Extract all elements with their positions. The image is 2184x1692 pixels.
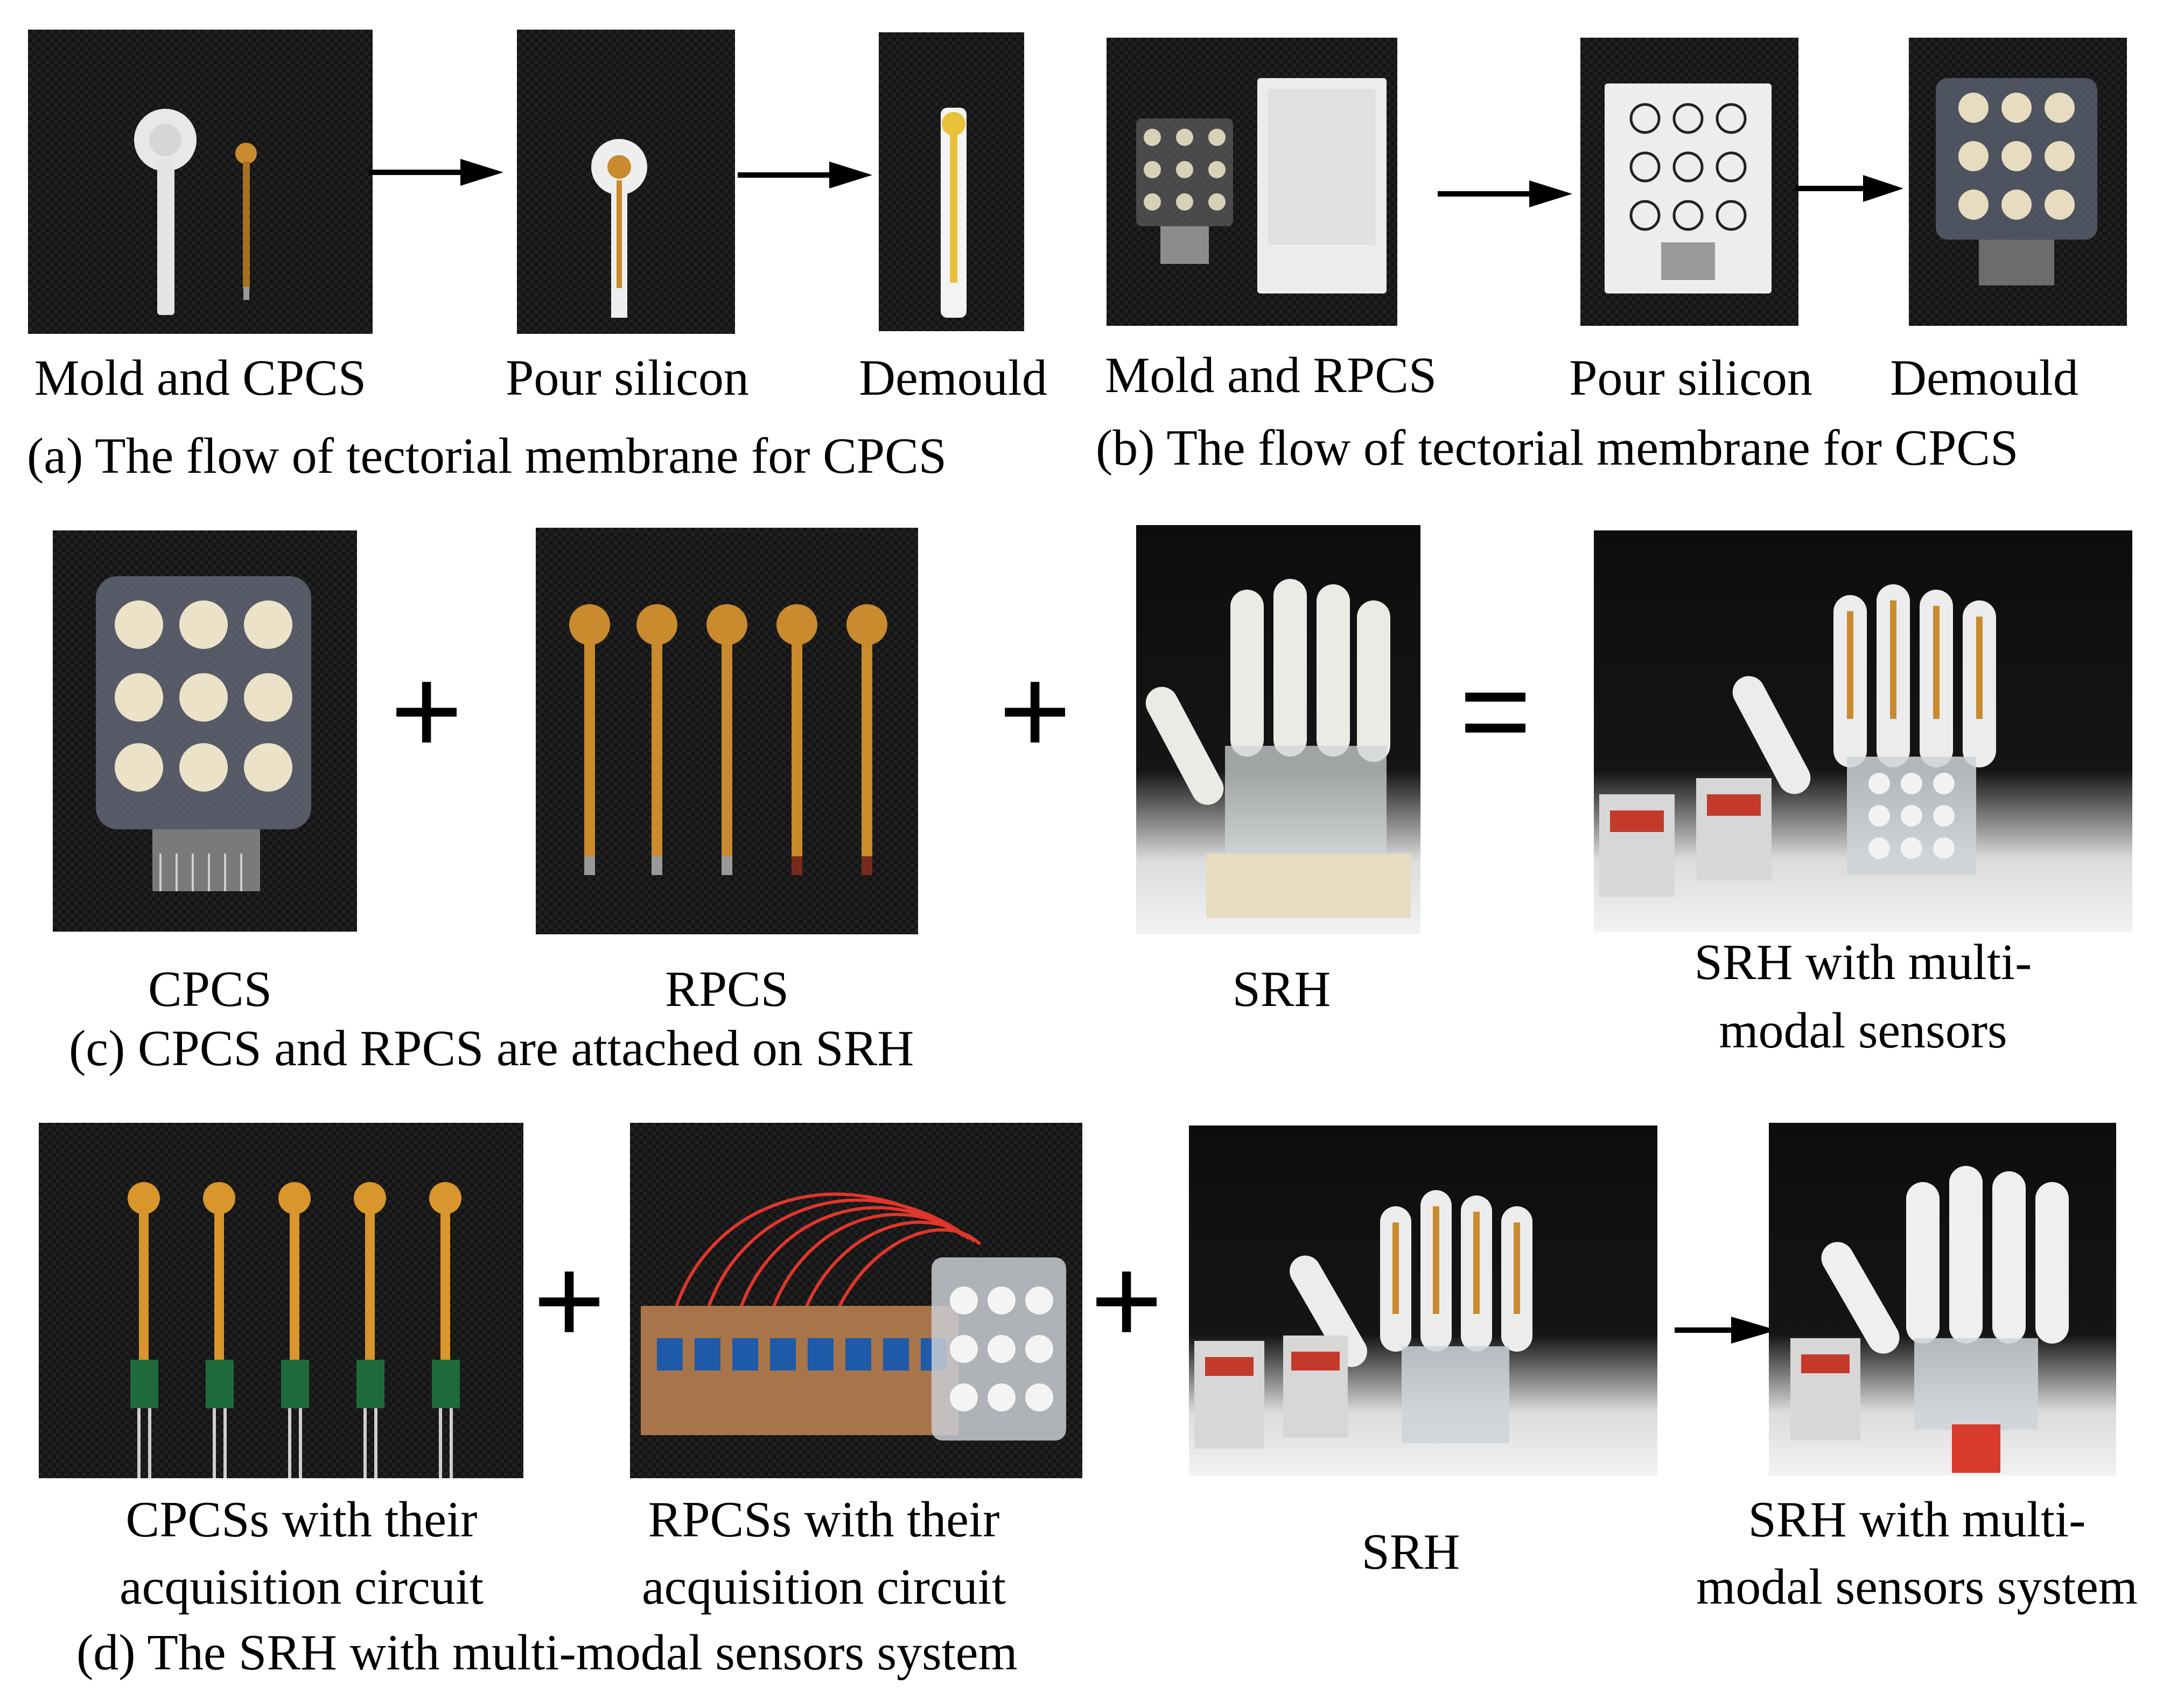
mold-and-rpcs-illustration	[1136, 78, 1387, 293]
photo-srh-multi-modal	[1594, 530, 2132, 932]
photo-rpcs	[536, 528, 918, 934]
srh-d-illustration	[1194, 1190, 1532, 1449]
label-demould-a: Demould	[859, 350, 1047, 406]
photo-srh-multi-modal-system	[1769, 1123, 2116, 1476]
srh-c-illustration	[1145, 579, 1411, 918]
arrow-a1	[369, 159, 503, 186]
arrow-d	[1675, 1317, 1777, 1344]
plus-operator-c1: +	[390, 641, 463, 780]
label-mold-and-cpcs: Mold and CPCS	[34, 350, 367, 406]
photo-demould-b	[1909, 38, 2127, 326]
rpcs-circuits-illustration	[641, 1192, 1066, 1441]
label-cpcs-circuits-line2: acquisition circuit	[119, 1559, 484, 1615]
label-cpcs: CPCS	[148, 961, 272, 1017]
rpcs-illustration	[569, 604, 887, 875]
label-srh-d: SRH	[1361, 1524, 1460, 1580]
demould-a-illustration	[941, 108, 967, 318]
label-rpcs-circuits-line2: acquisition circuit	[641, 1559, 1006, 1615]
equals-operator-c: =	[1459, 641, 1532, 780]
cpcs-illustration	[96, 576, 311, 891]
photo-mold-and-cpcs	[28, 30, 373, 334]
mold-and-cpcs-illustration	[134, 109, 257, 315]
photo-srh-c	[1136, 525, 1420, 934]
label-srh-multi-modal-line2: modal sensors	[1719, 1003, 2007, 1059]
photo-pour-silicon-a	[517, 30, 735, 334]
label-srh-multi-modal-system-line1: SRH with multi-	[1748, 1492, 2086, 1548]
photo-demould-a	[879, 32, 1024, 331]
caption-b: (b) The flow of tectorial membrane for C…	[1096, 420, 2019, 476]
srh-multi-modal-system-illustration	[1790, 1166, 2069, 1473]
label-pour-silicon-b: Pour silicon	[1569, 350, 1812, 406]
photo-cpcs-circuits	[39, 1123, 523, 1478]
label-cpcs-circuits-line1: CPCSs with their	[125, 1492, 478, 1548]
label-pour-silicon-a: Pour silicon	[506, 350, 749, 406]
arrow-a2	[738, 162, 872, 188]
photo-pour-silicon-b	[1580, 38, 1798, 326]
caption-c: (c) CPCS and RPCS are attached on SRH	[69, 1020, 914, 1076]
label-mold-and-rpcs: Mold and RPCS	[1104, 347, 1437, 403]
label-srh-multi-modal-system-line2: modal sensors system	[1696, 1559, 2138, 1615]
photo-rpcs-circuits	[630, 1123, 1082, 1478]
label-rpcs: RPCS	[665, 961, 789, 1017]
cpcs-circuits-illustration	[128, 1182, 461, 1478]
label-srh-c: SRH	[1232, 961, 1331, 1017]
photo-cpcs	[53, 530, 357, 932]
plus-operator-c2: +	[999, 641, 1072, 780]
label-srh-multi-modal-line1: SRH with multi-	[1694, 934, 2032, 990]
caption-d: (d) The SRH with multi-modal sensors sys…	[76, 1625, 1018, 1681]
demould-b-illustration	[1936, 78, 2097, 285]
photo-srh-d	[1189, 1125, 1657, 1476]
arrow-b1	[1438, 180, 1572, 207]
photo-mold-and-rpcs	[1107, 38, 1397, 326]
srh-multi-modal-illustration	[1599, 584, 1996, 897]
plus-operator-d2: +	[1090, 1231, 1163, 1369]
arrow-b2	[1796, 175, 1903, 202]
label-rpcs-circuits-line1: RPCSs with their	[648, 1492, 1000, 1548]
plus-operator-d1: +	[533, 1231, 606, 1369]
caption-a: (a) The flow of tectorial membrane for C…	[27, 428, 947, 484]
pour-silicon-b-illustration	[1605, 83, 1772, 293]
label-demould-b: Demould	[1890, 350, 2078, 406]
pour-silicon-a-illustration	[591, 139, 647, 318]
